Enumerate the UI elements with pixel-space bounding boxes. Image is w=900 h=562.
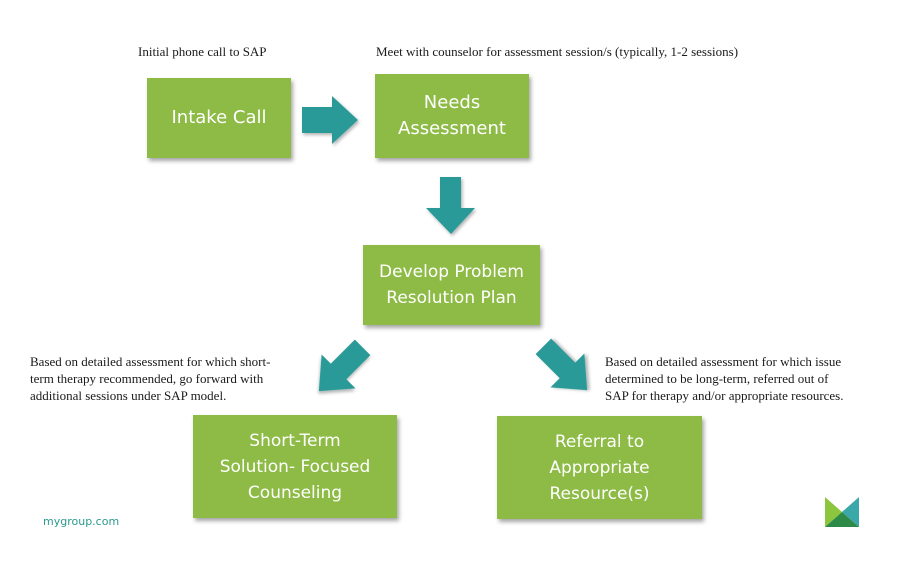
referral-box: Referral to Appropriate Resource(s) (497, 416, 702, 519)
arrow-right-icon (302, 96, 358, 144)
arrow-down-right-icon (535, 338, 588, 391)
develop-plan-box: Develop Problem Resolution Plan (363, 245, 540, 325)
referral-note-line: Based on detailed assessment for which i… (605, 354, 842, 369)
intake-note: Initial phone call to SAP (138, 44, 267, 59)
assessment-note: Meet with counselor for assessment sessi… (376, 44, 739, 59)
short-term-label-line: Solution- Focused (219, 456, 371, 477)
referral-note-line: determined to be long-term, referred out… (605, 371, 829, 386)
develop-plan-label-line: Develop Problem (379, 262, 524, 282)
needs-assessment-label-line: Needs (423, 92, 481, 113)
needs-assessment-box: Needs Assessment (375, 74, 529, 158)
develop-plan-label-line: Resolution Plan (386, 288, 517, 308)
arrow-down-icon (426, 177, 475, 234)
footer-site[interactable]: mygroup.com (43, 515, 120, 528)
referral-label-line: Referral to (554, 431, 645, 452)
mygroup-logo-icon (825, 497, 859, 527)
referral-label-line: Resource(s) (549, 483, 650, 504)
short-term-label-line: Counseling (247, 482, 343, 503)
needs-assessment-label-line: Assessment (398, 118, 506, 139)
referral-label-line: Appropriate (549, 457, 650, 478)
short-term-label-line: Short-Term (249, 430, 341, 451)
short-term-box: Short-Term Solution- Focused Counseling (193, 415, 397, 518)
short-term-note-line: term therapy recommended, go forward wit… (30, 371, 264, 386)
intake-call-label: Intake Call (171, 107, 267, 128)
referral-note: Based on detailed assessment for which i… (605, 353, 844, 404)
arrow-down-left-icon (318, 339, 371, 392)
short-term-note-line: Based on detailed assessment for which s… (30, 354, 271, 369)
intake-call-box: Intake Call (147, 78, 291, 158)
short-term-note-line: additional sessions under SAP model. (30, 388, 227, 403)
short-term-note: Based on detailed assessment for which s… (30, 353, 270, 404)
referral-note-line: SAP for therapy and/or appropriate resou… (605, 388, 844, 403)
